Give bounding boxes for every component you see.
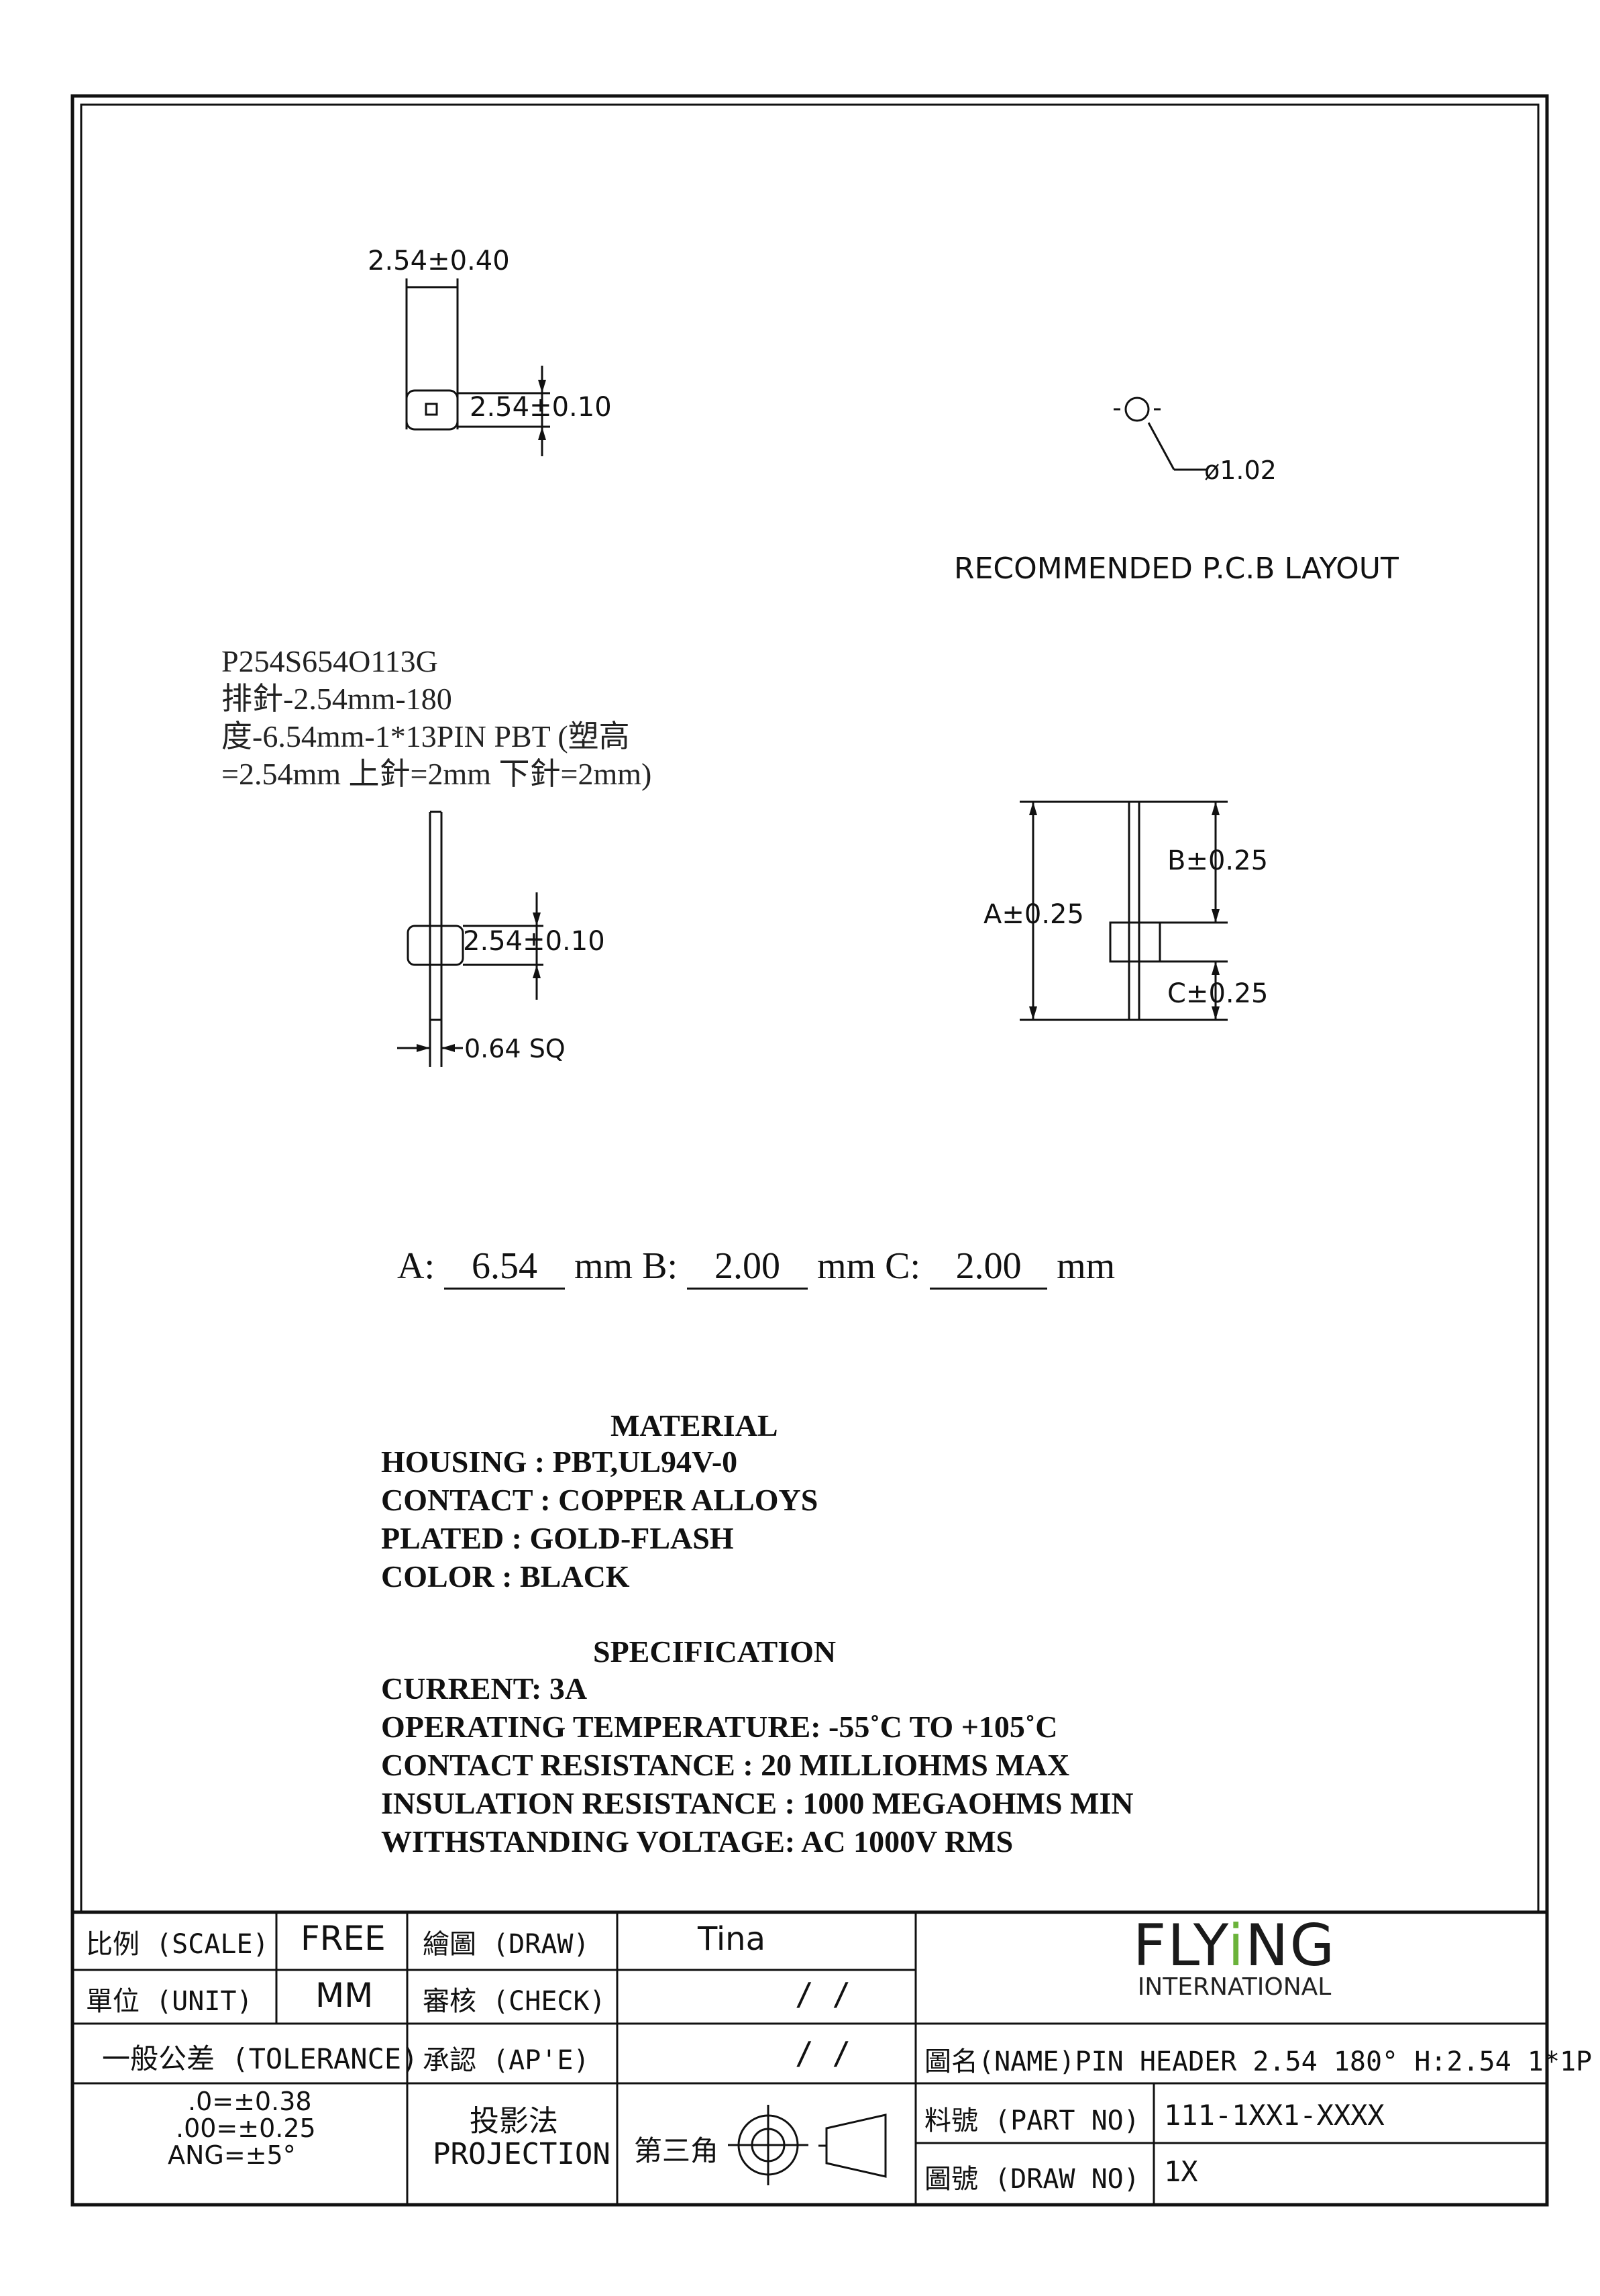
dim-c-caption: mm C: <box>817 1245 921 1287</box>
specification-title: SPECIFICATION <box>593 1634 837 1669</box>
dim-a-value: 6.54 <box>444 1245 565 1290</box>
third-angle-projection-icon <box>728 2105 887 2185</box>
spec-line: OPERATING TEMPERATURE: -55˚C TO +105˚C <box>381 1710 1058 1744</box>
outer-border <box>70 94 1549 2207</box>
side-dim-housing: 2.54±0.10 <box>463 926 605 957</box>
top-dim-height: 2.54±0.10 <box>470 392 612 423</box>
projection-label-en: PROJECTION <box>433 2137 610 2171</box>
part-note: P254S654O113G 排針-2.54mm-180 度-6.54mm-1*1… <box>221 643 651 793</box>
company-sub: INTERNATIONAL <box>1137 1973 1332 2001</box>
side-dim-pin: 0.64 SQ <box>464 1034 566 1063</box>
material-line: COLOR : BLACK <box>381 1559 630 1594</box>
pcb-hole-symbol <box>1114 397 1208 471</box>
dim-a-label: A±0.25 <box>983 899 1084 930</box>
tolerance-label: 一般公差 (TOLERANCE) <box>102 2042 419 2075</box>
projection-label-cn: 投影法 <box>470 2104 558 2138</box>
drawing-name: 圖名(NAME)PIN HEADER 2.54 180° H:2.54 1*1P <box>924 2046 1593 2077</box>
dim-b-value: 2.00 <box>687 1245 808 1290</box>
projection-value: 第三角 <box>634 2134 719 2167</box>
company-name: FLYiNG <box>1132 1912 1336 1979</box>
material-line: CONTACT : COPPER ALLOYS <box>381 1483 818 1517</box>
part-no-value: 111-1XX1-XXXX <box>1164 2099 1385 2132</box>
company-logo: FLYiNG INTERNATIONAL <box>1100 1912 1369 1999</box>
approve-value: / / <box>795 2035 851 2071</box>
material-line: PLATED : GOLD-FLASH <box>381 1521 734 1555</box>
pcb-layout-label: RECOMMENDED P.C.B LAYOUT <box>954 552 1399 586</box>
spec-line: INSULATION RESISTANCE : 1000 MEGAOHMS MI… <box>381 1786 1134 1820</box>
scale-label: 比例 (SCALE) <box>86 1929 269 1960</box>
part-note-line4: =2.54mm 上針=2mm 下針=2mm) <box>221 757 652 791</box>
specification-list: CURRENT: 3A OPERATING TEMPERATURE: -55˚C… <box>381 1669 1134 1861</box>
tolerance-value: .00=±0.25 <box>176 2114 316 2143</box>
material-line: HOUSING : PBT,UL94V-0 <box>381 1445 738 1479</box>
part-note-line3: 度-6.54mm-1*13PIN PBT (塑高 <box>221 719 630 753</box>
unit-label: 單位 (UNIT) <box>86 1986 253 2017</box>
part-no-label: 料號 (PART NO) <box>924 2105 1140 2136</box>
tolerance-value: .0=±0.38 <box>188 2087 312 2116</box>
dim-c-label: C±0.25 <box>1167 978 1269 1009</box>
material-title: MATERIAL <box>610 1408 778 1443</box>
dim-c-value: 2.00 <box>930 1245 1048 1290</box>
check-value: / / <box>795 1976 851 2012</box>
dim-b-caption: mm B: <box>574 1245 678 1287</box>
company-name-accent: i <box>1228 1912 1246 1979</box>
top-view-drawing <box>405 278 550 456</box>
abc-dimensions: A: 6.54 mm B: 2.00 mm C: 2.00 mm <box>397 1245 1115 1290</box>
spec-line: WITHSTANDING VOLTAGE: AC 1000V RMS <box>381 1824 1014 1859</box>
top-dim-width: 2.54±0.40 <box>368 246 510 276</box>
part-note-line2: 排針-2.54mm-180 <box>221 682 452 716</box>
tolerance-value: ANG=±5° <box>168 2140 296 2170</box>
check-label: 審核 (CHECK) <box>423 1986 606 2017</box>
scale-value: FREE <box>301 1919 386 1958</box>
spec-line: CURRENT: 3A <box>381 1671 588 1706</box>
abc-view-drawing <box>1020 800 1228 1021</box>
dim-a-caption: A: <box>397 1245 435 1287</box>
spec-line: CONTACT RESISTANCE : 20 MILLIOHMS MAX <box>381 1748 1070 1782</box>
draw-no-label: 圖號 (DRAW NO) <box>924 2164 1140 2195</box>
material-list: HOUSING : PBT,UL94V-0 CONTACT : COPPER A… <box>381 1443 818 1596</box>
part-note-line1: P254S654O113G <box>221 644 438 678</box>
draw-no-value: 1X <box>1164 2155 1198 2188</box>
draw-value: Tina <box>698 1920 766 1958</box>
title-block-grid <box>70 1910 1549 2207</box>
dim-b-label: B±0.25 <box>1167 845 1268 876</box>
draw-label: 繪圖 (DRAW) <box>423 1929 590 1960</box>
pcb-hole-label: ø1.02 <box>1204 456 1277 485</box>
side-view-drawing <box>397 811 543 1067</box>
approve-label: 承認 (AP'E) <box>423 2045 590 2076</box>
dim-unit: mm <box>1057 1245 1116 1287</box>
unit-value: MM <box>315 1976 374 2015</box>
